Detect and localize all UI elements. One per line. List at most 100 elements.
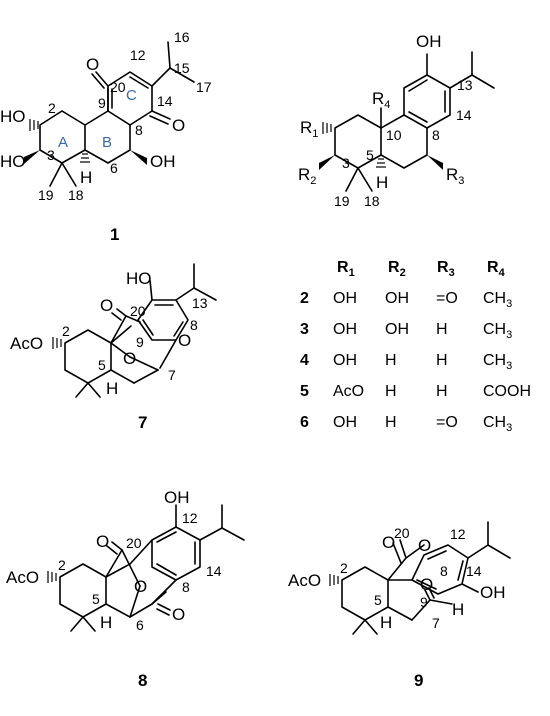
compound-7-o-bridge-2: O: [178, 331, 191, 350]
c26-num-14: 14: [456, 107, 472, 123]
table-row-2-r2: OH: [385, 290, 409, 307]
compound-1-o-14: O: [172, 116, 185, 135]
table-row-4-r3: H: [436, 352, 448, 369]
compound-9-aco: AcO: [288, 571, 321, 590]
table-row-6-r3: =O: [436, 414, 458, 431]
compound-7-ho: HO: [126, 269, 152, 288]
compound-1-h-5: H: [80, 168, 92, 187]
table-row-5-r1: AcO: [333, 383, 364, 400]
table-row-6-id: 6: [300, 414, 309, 431]
table-row-4-r4: CH3: [483, 352, 512, 372]
c8-num-2: 2: [58, 557, 66, 573]
c26-num-18: 18: [364, 193, 380, 209]
table-row-3-r1: OH: [333, 321, 357, 338]
c8-num-14: 14: [206, 563, 222, 579]
compound-2-6-r1: R1: [300, 118, 318, 140]
c7-num-9: 9: [136, 334, 144, 350]
table-row-3-r2: OH: [385, 321, 409, 338]
table-row-3-id: 3: [300, 321, 309, 338]
compound-8-o-ketone: O: [172, 605, 185, 624]
c9-num-8: 8: [440, 563, 448, 579]
table-row-5-r4: COOH: [483, 383, 531, 400]
c1-num-3: 3: [47, 147, 55, 163]
c1-num-19: 19: [38, 187, 54, 203]
compound-9-o-aldehyde: O: [420, 575, 433, 594]
table-row-4-r1: OH: [333, 352, 357, 369]
compound-9-h-aldehyde: H: [452, 600, 464, 619]
c8-num-5: 5: [92, 591, 100, 607]
compound-2-6-r4: R4: [372, 89, 390, 111]
compound-7-aco: AcO: [10, 334, 43, 353]
compound-1-oh-7: OH: [150, 152, 176, 171]
c7-num-13: 13: [192, 295, 208, 311]
ring-label-c: C: [126, 87, 137, 104]
compound-8-o-bridge: O: [134, 577, 147, 596]
compound-8-h-5: H: [100, 613, 112, 632]
compound-1-ho-2: HO: [0, 107, 26, 126]
compound-7-o20: O: [100, 296, 113, 315]
table-header-r1: R1: [337, 259, 355, 279]
compound-2-6-r3: R3: [446, 165, 464, 187]
c9-num-20: 20: [394, 525, 410, 541]
c1-num-18: 18: [68, 187, 84, 203]
c9-num-7: 7: [432, 615, 440, 631]
compound-8-aco: AcO: [6, 568, 39, 587]
c1-num-20: 20: [110, 79, 126, 95]
compound-2-6-r2: R2: [298, 165, 316, 187]
c26-num-5: 5: [366, 147, 374, 163]
c7-num-7: 7: [168, 367, 176, 383]
table-row-6-r1: OH: [333, 414, 357, 431]
c1-num-6: 6: [110, 160, 118, 176]
compound-1-structure: [24, 41, 195, 187]
table-row-2-r1: OH: [333, 290, 357, 307]
table-row-6-r2: H: [385, 414, 397, 431]
table-row-4-r2: H: [385, 352, 397, 369]
compound-9-h-5: H: [380, 613, 392, 632]
c8-num-6: 6: [136, 617, 144, 633]
table-header-r3: R3: [437, 259, 455, 279]
c7-num-8: 8: [190, 317, 198, 333]
c1-num-12: 12: [130, 47, 146, 63]
compound-2-6-structure: [319, 51, 495, 192]
c26-num-19: 19: [334, 193, 350, 209]
c8-num-8: 8: [182, 579, 190, 595]
c9-num-9: 9: [420, 594, 428, 610]
table-row-5-r2: H: [385, 383, 397, 400]
table-row-5-id: 5: [300, 383, 309, 400]
table-row-3-r3: H: [436, 321, 448, 338]
compound-7-structure: [52, 263, 217, 398]
ring-label-a: A: [58, 134, 68, 151]
compound-1-o-11: O: [86, 55, 99, 74]
compound-8-structure: [47, 504, 245, 632]
table-row-6-r4: CH3: [483, 414, 512, 434]
c26-num-3: 3: [342, 155, 350, 171]
compound-9-structure: [329, 521, 511, 635]
c9-num-12: 12: [450, 526, 466, 542]
c7-num-5: 5: [98, 357, 106, 373]
compound-9-oh: OH: [480, 583, 506, 602]
table-row-2-r4: CH3: [483, 290, 512, 310]
compound-2-6-h-5: H: [376, 173, 388, 192]
compound-8-o20: O: [96, 532, 109, 551]
c9-num-14: 14: [466, 563, 482, 579]
compound-9-o20: O: [382, 533, 395, 552]
c1-num-16: 16: [174, 29, 190, 45]
table-header-r4: R4: [487, 259, 506, 279]
c7-num-20: 20: [130, 303, 146, 319]
table-row-3-r4: CH3: [483, 321, 512, 341]
compound-7-h-5: H: [106, 379, 118, 398]
compound-label-9: 9: [414, 671, 423, 690]
compound-label-8: 8: [138, 671, 147, 690]
compound-8-oh: OH: [164, 488, 190, 507]
c26-num-13: 13: [457, 77, 473, 93]
c1-num-8: 8: [135, 122, 143, 138]
c8-num-12: 12: [182, 510, 198, 526]
compound-label-1: 1: [110, 225, 119, 244]
c1-num-17: 17: [196, 79, 212, 95]
c26-num-10: 10: [386, 127, 402, 143]
c1-num-15: 15: [174, 60, 190, 76]
compound-7-o-bridge-1: O: [123, 349, 136, 368]
compound-2-6-oh: OH: [416, 32, 442, 51]
